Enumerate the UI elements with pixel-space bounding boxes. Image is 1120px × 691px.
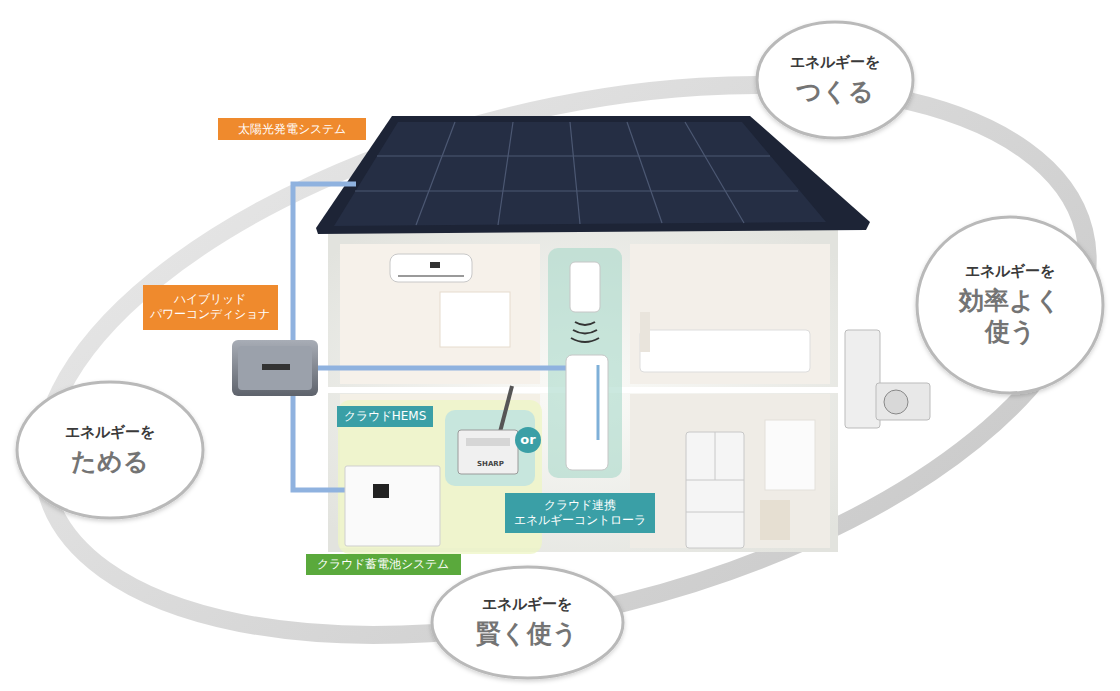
outdoor-units <box>884 390 908 414</box>
hems-device <box>458 430 518 474</box>
hems-device <box>500 386 512 432</box>
node-content: ハイブリッド パワーコンディショナ <box>150 292 270 322</box>
node-heading: クラウドHEMS <box>344 409 427 424</box>
roof-solar-panels <box>685 122 744 223</box>
refrigerator <box>715 432 716 480</box>
house <box>328 230 838 552</box>
node-heading: エネルギーを <box>482 595 572 614</box>
roof-solar-panels <box>377 155 770 156</box>
node-content: エネルギーを効率よく 使う <box>959 262 1061 347</box>
house-wall <box>328 230 838 552</box>
node-content: クラウドHEMS <box>344 409 427 424</box>
bed-head <box>640 312 650 352</box>
label-box: クラウド蓄電池システム <box>306 554 461 575</box>
room <box>630 244 830 384</box>
node-heading: エネルギーを <box>965 262 1055 281</box>
node-heading: エネルギーを <box>65 423 155 442</box>
roof-solar-panels <box>498 122 513 225</box>
room <box>630 394 830 548</box>
energy-controller <box>597 365 600 440</box>
power-wire <box>293 184 356 490</box>
air-conditioner <box>398 275 464 277</box>
air-conditioner <box>430 262 440 268</box>
or-badge: or <box>515 427 541 453</box>
roof-solar-panels <box>334 122 826 226</box>
refrigerator <box>686 512 744 513</box>
storage-battery <box>345 466 440 546</box>
brand-label: SHARP <box>477 461 504 468</box>
node-heading: 太陽光発電システム <box>238 122 346 137</box>
roof-solar-panels <box>416 122 455 225</box>
bubble-outline <box>17 382 203 518</box>
outdoor-units <box>876 383 930 420</box>
energy-controller <box>570 262 600 312</box>
node-content: エネルギーをためる <box>65 423 155 477</box>
power-conditioner <box>262 364 290 370</box>
chair <box>760 500 790 540</box>
outdoor-units <box>845 330 930 428</box>
storage-battery <box>345 466 440 546</box>
node-content: クラウド蓄電池システム <box>317 557 449 572</box>
room <box>340 244 540 384</box>
roof-solar-panels <box>316 116 870 234</box>
power-conditioner <box>232 340 318 396</box>
node-heading: or <box>520 432 535 448</box>
refrigerator <box>686 432 744 548</box>
node-heading: クラウド連携 エネルギーコントローラ <box>514 498 646 528</box>
storage-battery <box>373 484 389 498</box>
hems-device <box>458 386 518 474</box>
node-body: 賢く使う <box>476 618 578 649</box>
power-wire <box>318 366 568 371</box>
speech-bubble: エネルギーを効率よく 使う <box>915 215 1105 395</box>
bubble-outline <box>917 217 1103 393</box>
refrigerator <box>686 432 744 548</box>
roof-solar-panels <box>355 190 798 191</box>
node-body: ためる <box>71 446 149 477</box>
node-heading: クラウド蓄電池システム <box>317 557 449 572</box>
node-content: クラウド連携 エネルギーコントローラ <box>514 498 646 528</box>
speech-bubble: エネルギーを賢く使う <box>430 565 625 680</box>
roof-solar-panels <box>570 122 580 224</box>
bubble-outline <box>757 22 913 138</box>
hems-device <box>466 438 510 446</box>
power-wire <box>293 184 568 490</box>
label-box: 太陽光発電システム <box>218 118 366 140</box>
node-body: 効率よく 使う <box>959 285 1061 348</box>
energy-controller <box>571 322 599 342</box>
energy-controller <box>566 262 608 470</box>
speech-bubble: エネルギーをためる <box>15 380 205 520</box>
energy-controller <box>566 355 608 470</box>
node-content: 太陽光発電システム <box>238 122 346 137</box>
bubble-outline <box>432 567 623 678</box>
air-conditioner <box>390 254 472 282</box>
glow-controller <box>548 248 622 478</box>
outdoor-units <box>845 330 880 428</box>
node-heading: ハイブリッド パワーコンディショナ <box>150 292 270 322</box>
window <box>440 292 510 347</box>
label-box: ハイブリッド パワーコンディショナ <box>143 285 278 330</box>
node-heading: エネルギーを <box>790 53 880 72</box>
refrigerator <box>686 480 744 481</box>
node-body: つくる <box>796 76 874 107</box>
node-content: or <box>520 432 535 448</box>
roof-solar-panels <box>627 122 662 223</box>
power-conditioner <box>238 346 312 390</box>
label-box: クラウド連携 エネルギーコントローラ <box>505 493 655 533</box>
roof-solar-panels <box>316 116 870 234</box>
power-conditioner <box>232 340 318 396</box>
node-content: エネルギーを賢く使う <box>476 595 578 649</box>
speech-bubble: エネルギーをつくる <box>755 20 915 140</box>
bed <box>640 330 810 372</box>
label-box: クラウドHEMS <box>337 406 434 427</box>
node-content: エネルギーをつくる <box>790 53 880 107</box>
air-conditioner <box>390 254 472 282</box>
window <box>765 420 815 490</box>
